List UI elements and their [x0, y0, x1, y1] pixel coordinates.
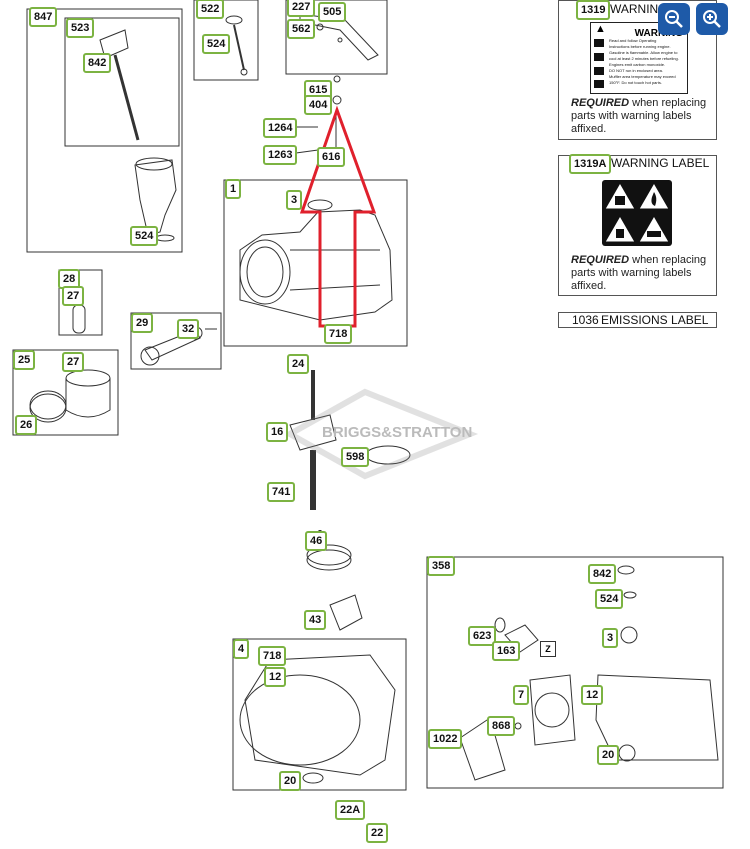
part-tag-16[interactable]: 16: [266, 422, 289, 442]
emissions-label-panel: [558, 312, 717, 328]
person-icon: [616, 229, 624, 238]
part-tag-29[interactable]: 29: [131, 313, 154, 333]
part-tag-28[interactable]: 28: [58, 269, 81, 289]
part-tag-20[interactable]: 20: [279, 771, 302, 791]
part-tag-1[interactable]: 1: [225, 179, 242, 199]
fire-icon: [594, 53, 604, 61]
part-tag-3[interactable]: 3: [286, 190, 303, 210]
fumes-icon: [594, 67, 604, 75]
warning-label-1319-title: WARNING: [610, 2, 668, 16]
emissions-label-part-number[interactable]: 1036: [572, 313, 599, 327]
hot-surface-icon: [594, 80, 604, 88]
part-tag-1022[interactable]: 1022: [428, 729, 463, 749]
part-tag-163[interactable]: 163: [492, 641, 521, 661]
part-tag-505[interactable]: 505: [318, 2, 347, 22]
part-tag-741[interactable]: 741: [267, 482, 296, 502]
warning-label-1319A-title: WARNING LABEL: [611, 156, 710, 170]
part-tag-43[interactable]: 43: [304, 610, 327, 630]
part-tag-12[interactable]: 12: [264, 667, 287, 687]
part-tag-1319[interactable]: 1319: [576, 0, 611, 20]
hot-surface-icon: [647, 231, 661, 237]
part-tag-718[interactable]: 718: [258, 646, 287, 666]
part-tag-25[interactable]: 25: [13, 350, 36, 370]
part-tag-523[interactable]: 523: [66, 18, 95, 38]
watermark-text: BRIGGS&STRATTON: [322, 424, 473, 441]
part-tag-598[interactable]: 598: [341, 447, 370, 467]
part-tag-524[interactable]: 524: [130, 226, 159, 246]
part-tag-868[interactable]: 868: [487, 716, 516, 736]
part-tag-24[interactable]: 24: [287, 354, 310, 374]
part-tag-522[interactable]: 522: [196, 0, 225, 19]
part-tag-616[interactable]: 616: [317, 147, 346, 167]
part-tag-20[interactable]: 20: [597, 745, 620, 765]
part-tag-46[interactable]: 46: [305, 531, 328, 551]
part-tag-26[interactable]: 26: [15, 415, 38, 435]
part-tag-27[interactable]: 27: [62, 352, 85, 372]
manual-icon: [615, 196, 625, 205]
part-tag-27[interactable]: 27: [62, 286, 85, 306]
part-tag-32[interactable]: 32: [177, 319, 200, 339]
part-tag-3[interactable]: 3: [602, 628, 619, 648]
part-tag-842[interactable]: 842: [588, 564, 617, 584]
part-tag-1263[interactable]: 1263: [263, 145, 298, 165]
part-tag-22[interactable]: 22: [366, 823, 389, 843]
warning-decal-lines: Read and follow Operating Instructions b…: [609, 38, 679, 85]
part-tag-404[interactable]: 404: [304, 95, 333, 115]
part-tag-623[interactable]: 623: [468, 626, 497, 646]
warning-1319-requirement: REQUIRED when replacing parts with warni…: [571, 97, 707, 135]
emissions-label-title: EMISSIONS LABEL: [601, 313, 709, 327]
part-tag-524[interactable]: 524: [595, 589, 624, 609]
z-marker: Z: [540, 641, 556, 657]
part-tag-718[interactable]: 718: [324, 324, 353, 344]
part-tag-524[interactable]: 524: [202, 34, 231, 54]
fire-icon: [651, 192, 657, 206]
zoom-in-button[interactable]: [696, 3, 728, 35]
part-tag-842[interactable]: 842: [83, 53, 112, 73]
warning-pictogram-grid: [604, 181, 670, 243]
warning-1319A-requirement: REQUIRED when replacing parts with warni…: [571, 254, 707, 292]
part-tag-847[interactable]: 847: [29, 7, 58, 27]
part-tag-4[interactable]: 4: [233, 639, 250, 659]
part-tag-7[interactable]: 7: [513, 685, 530, 705]
warning-decal-1319A: [602, 180, 672, 246]
part-tag-22A[interactable]: 22A: [335, 800, 366, 820]
part-tag-358[interactable]: 358: [427, 556, 456, 576]
part-tag-1264[interactable]: 1264: [263, 118, 298, 138]
zoom-out-icon: [665, 10, 683, 28]
part-tag-12[interactable]: 12: [581, 685, 604, 705]
zoom-out-button[interactable]: [658, 3, 690, 35]
manual-icon: [594, 39, 604, 47]
part-tag-227[interactable]: 227: [287, 0, 316, 17]
warning-triangle-icon: ▲: [595, 23, 606, 35]
part-tag-1319A[interactable]: 1319A: [569, 154, 612, 174]
part-tag-562[interactable]: 562: [287, 19, 316, 39]
zoom-in-icon: [703, 10, 721, 28]
